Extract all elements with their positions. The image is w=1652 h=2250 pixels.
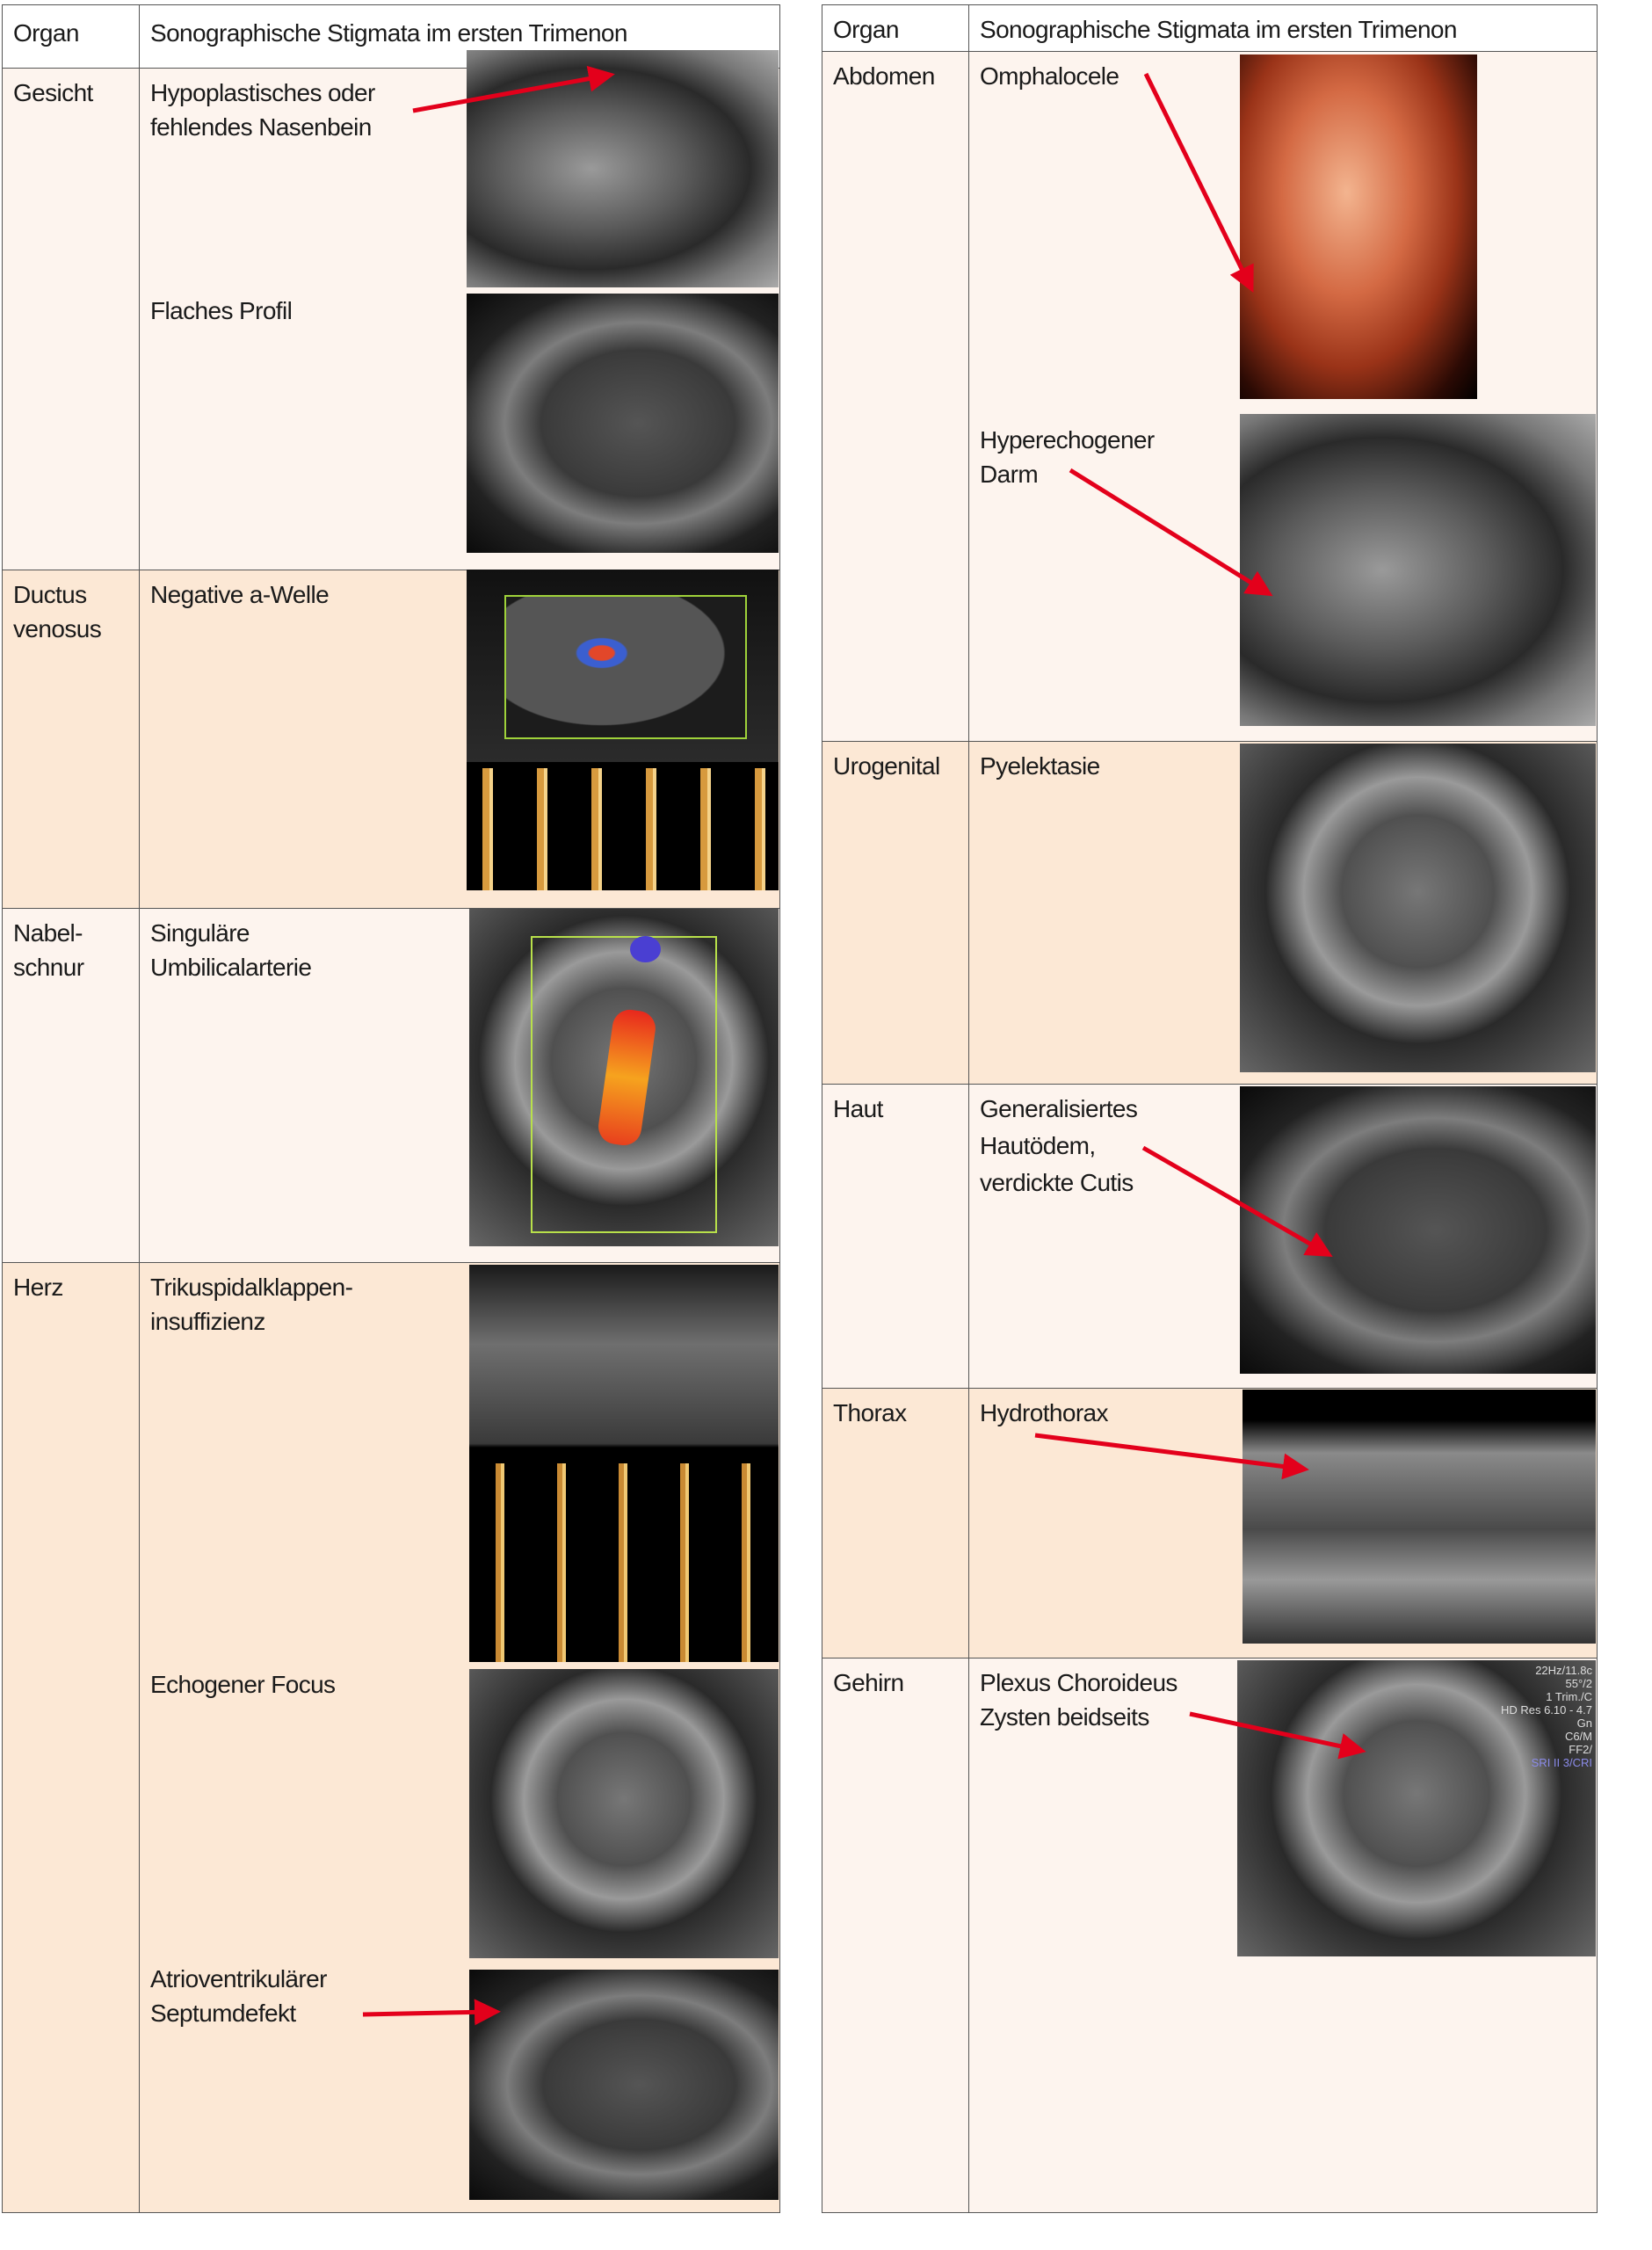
- finding-label: Hypoplastisches oder: [150, 79, 375, 106]
- organ-cell-gesicht: Gesicht: [2, 68, 140, 570]
- doppler-tricuspid-image: [469, 1265, 779, 1662]
- finding-label: Umbilicalarterie: [150, 954, 312, 981]
- organ-cell-thorax: Thorax: [822, 1388, 969, 1658]
- finding-label: Zysten beidseits: [980, 1703, 1149, 1731]
- scanner-overlay-text: 22Hz/11.8c 55°/2 1 Trim./C HD Res 6.10 -…: [1501, 1664, 1592, 1769]
- ultrasound-choroid-plexus-image: 22Hz/11.8c 55°/2 1 Trim./C HD Res 6.10 -…: [1237, 1660, 1596, 1956]
- finding-label: Atrioventrikulärer: [150, 1965, 327, 1992]
- organ-cell-ductus: Ductus venosus: [2, 570, 140, 909]
- organ-label: venosus: [13, 615, 102, 642]
- organ-label: Urogenital: [833, 752, 940, 780]
- overlay-line: C6/M: [1564, 1730, 1592, 1743]
- header-stigmata: Sonographische Stigmata im ersten Trimen…: [150, 19, 627, 47]
- doppler-waveform: [467, 768, 779, 890]
- finding-label: Omphalocele: [980, 62, 1119, 90]
- finding-label: insuffizienz: [150, 1308, 265, 1335]
- organ-cell-nabelschnur: Nabel- schnur: [2, 908, 140, 1263]
- finding-label: Plexus Choroideus: [980, 1669, 1177, 1696]
- organ-label: Gehirn: [833, 1669, 904, 1696]
- organ-cell-gehirn: Gehirn: [822, 1658, 969, 2213]
- ultrasound-pyelectasis-image: [1240, 744, 1596, 1072]
- finding-label: fehlendes Nasenbein: [150, 113, 372, 141]
- organ-cell-abdomen: Abdomen: [822, 51, 969, 742]
- ultrasound-nasal-bone-image: [467, 50, 779, 287]
- finding-label: Septumdefekt: [150, 2000, 296, 2027]
- overlay-line: 55°/2: [1565, 1677, 1592, 1690]
- organ-label: schnur: [13, 954, 84, 981]
- finding-label: Generalisiertes: [980, 1095, 1138, 1122]
- header-organ-cell: Organ: [2, 4, 140, 69]
- 3d-omphalocele-image: [1240, 54, 1477, 399]
- organ-label: Gesicht: [13, 79, 93, 106]
- header-organ: Organ: [833, 16, 899, 43]
- header-stigmata-cell: Sonographische Stigmata im ersten Trimen…: [968, 4, 1598, 52]
- ultrasound-bowel-image: [1240, 414, 1596, 726]
- overlay-line: SRI II 3/CRI: [1531, 1756, 1592, 1769]
- doppler-ductus-venosus-image: [467, 570, 779, 890]
- finding-label: Echogener Focus: [150, 1671, 336, 1698]
- ultrasound-skin-edema-image: [1240, 1086, 1596, 1374]
- finding-label: Singuläre: [150, 919, 250, 947]
- finding-label: Hyperechogener: [980, 426, 1155, 454]
- ultrasound-echogenic-focus-image: [469, 1669, 779, 1958]
- finding-label: Hydrothorax: [980, 1399, 1109, 1426]
- ultrasound-avsd-image: [469, 1970, 779, 2200]
- organ-cell-haut: Haut: [822, 1084, 969, 1389]
- doppler-waveform: [469, 1463, 779, 1662]
- finding-label: Trikuspidalklappen-: [150, 1274, 353, 1301]
- finding-label: Negative a-Welle: [150, 581, 330, 608]
- organ-cell-herz: Herz: [2, 1262, 140, 2213]
- ultrasound-flat-profile-image: [467, 294, 779, 553]
- color-doppler-umbilical-image: [469, 909, 779, 1246]
- vein-flow: [630, 935, 662, 963]
- overlay-line: 1 Trim./C: [1546, 1690, 1592, 1703]
- organ-label: Nabel-: [13, 919, 83, 947]
- color-box: [504, 595, 748, 740]
- organ-label: Thorax: [833, 1399, 907, 1426]
- header-organ-cell: Organ: [822, 4, 969, 52]
- organ-label: Herz: [13, 1274, 63, 1301]
- overlay-line: HD Res 6.10 - 4.7: [1500, 1703, 1592, 1717]
- finding-label: verdickte Cutis: [980, 1169, 1134, 1196]
- overlay-line: 22Hz/11.8c: [1535, 1664, 1592, 1677]
- finding-label: Darm: [980, 461, 1039, 488]
- finding-label: Pyelektasie: [980, 752, 1100, 780]
- organ-label: Abdomen: [833, 62, 935, 90]
- color-box: [531, 935, 717, 1233]
- overlay-line: Gn: [1576, 1717, 1592, 1730]
- header-organ: Organ: [13, 19, 79, 47]
- ultrasound-hydrothorax-image: [1243, 1390, 1596, 1644]
- finding-label: Hautödem,: [980, 1132, 1096, 1159]
- finding-label: Flaches Profil: [150, 297, 293, 324]
- organ-label: Ductus: [13, 581, 87, 608]
- header-stigmata: Sonographische Stigmata im ersten Trimen…: [980, 16, 1457, 43]
- organ-cell-urogenital: Urogenital: [822, 741, 969, 1085]
- organ-label: Haut: [833, 1095, 883, 1122]
- overlay-line: FF2/: [1569, 1743, 1592, 1756]
